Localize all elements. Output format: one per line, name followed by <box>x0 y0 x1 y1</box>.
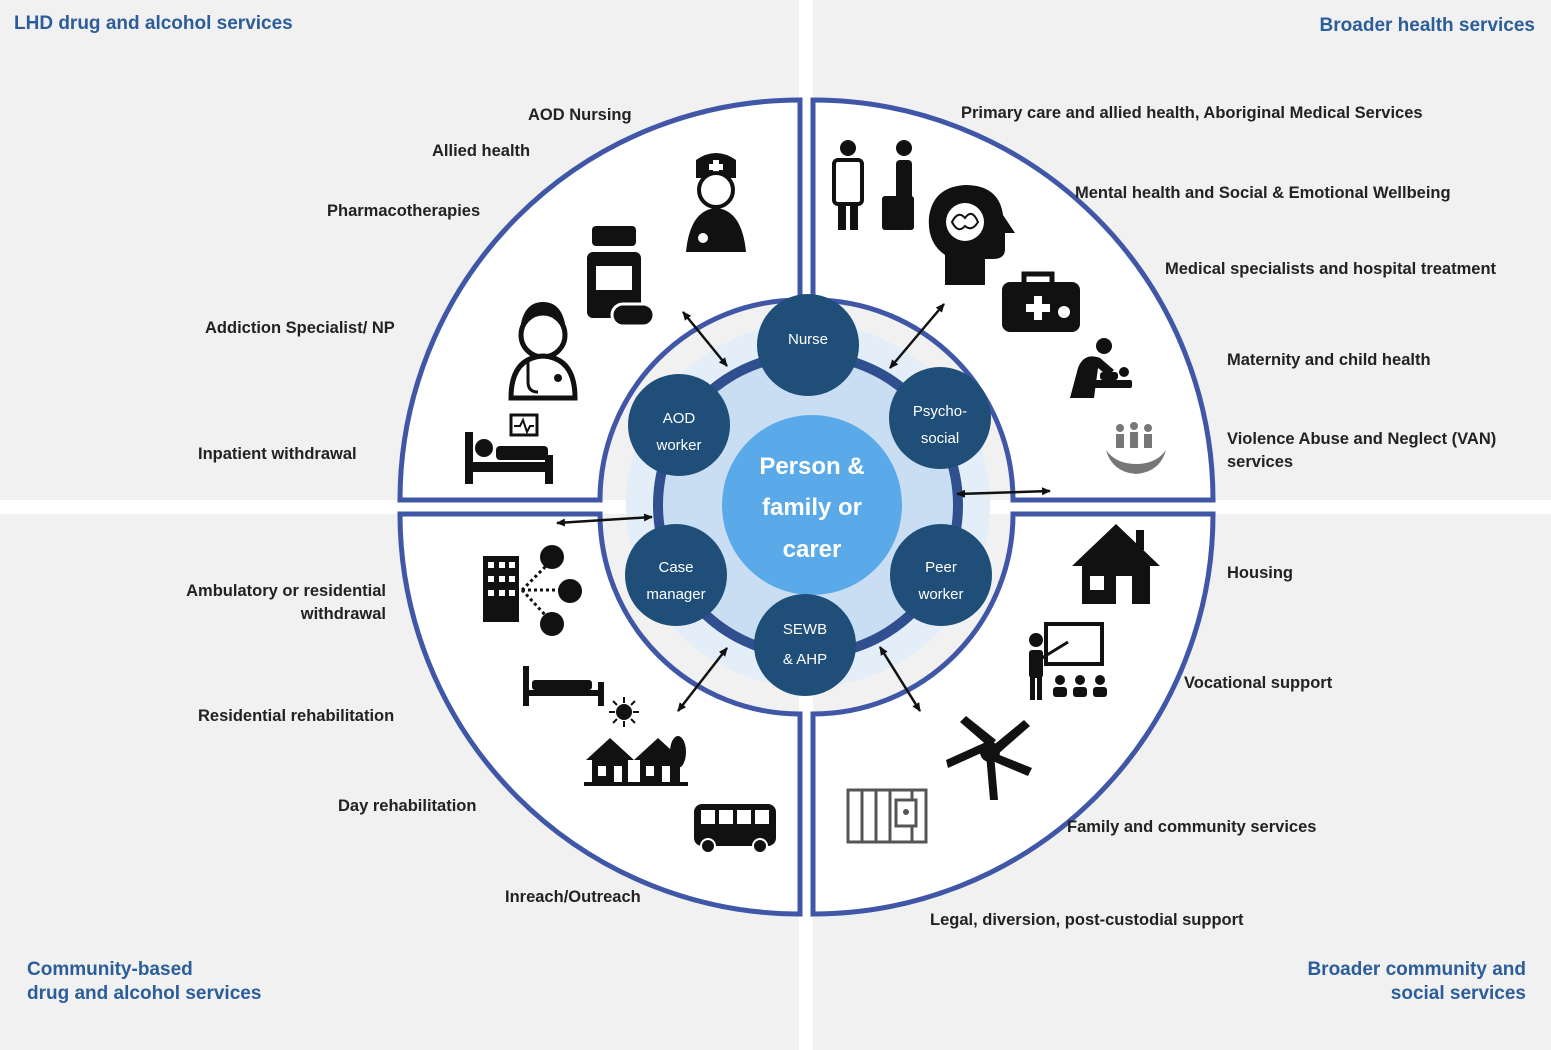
label-inreach-outreach: Inreach/Outreach <box>505 888 641 906</box>
label-mental-health: Mental health and Social & Emotional Wel… <box>1075 184 1451 202</box>
arrow-top-left <box>682 311 728 367</box>
teacher-class-icon <box>1029 622 1107 700</box>
node-aod-line1: AOD <box>663 410 696 427</box>
node-peer-line1: Peer <box>925 559 957 576</box>
node-psychosocial: Psycho- social <box>889 367 991 469</box>
label-day-rehab: Day rehabilitation <box>338 797 477 815</box>
arrow-right <box>956 487 1051 498</box>
node-nurse: Nurse <box>757 294 859 396</box>
parent-child-icon <box>1070 338 1132 398</box>
node-aod-worker: AOD worker <box>628 374 730 476</box>
house-icon <box>1072 524 1160 604</box>
node-psychosocial-line1: Psycho- <box>913 403 967 420</box>
node-case-line1: Case <box>658 559 693 576</box>
label-medical-specialists: Medical specialists and hospital treatme… <box>1165 260 1497 278</box>
node-sewb-line2: & AHP <box>783 651 827 668</box>
arrow-bottom-left <box>677 647 728 712</box>
label-addiction-specialist: Addiction Specialist/ NP <box>205 319 395 337</box>
nurse-icon <box>686 153 746 252</box>
medicine-bottle-icon <box>587 226 656 328</box>
patient-doctor-icon <box>832 140 914 230</box>
family-hands-icon <box>1106 422 1166 474</box>
label-legal: Legal, diversion, post-custodial support <box>930 911 1244 929</box>
corner-title-community-based: Community-based drug and alcohol service… <box>27 959 262 1004</box>
arrow-top-right <box>889 303 945 369</box>
label-housing: Housing <box>1227 564 1293 582</box>
center-label-line3: carer <box>783 536 842 563</box>
label-family-community: Family and community services <box>1067 818 1317 836</box>
doctor-icon <box>508 302 578 401</box>
center-label-line1: Person & <box>759 453 864 480</box>
label-residential-rehab: Residential rehabilitation <box>198 707 395 725</box>
brain-head-icon <box>928 185 1015 285</box>
center-label-line2: family or <box>762 494 862 521</box>
node-peer-worker: Peer worker <box>890 524 992 626</box>
corner-title-broader-health: Broader health services <box>1319 15 1535 36</box>
label-ambulatory-withdrawal: Ambulatory or residential withdrawal <box>186 582 386 623</box>
node-case-manager: Case manager <box>625 524 727 626</box>
label-vocational: Vocational support <box>1184 674 1333 692</box>
houses-icon <box>584 736 688 786</box>
label-van: Violence Abuse and Neglect (VAN) service… <box>1227 430 1497 471</box>
node-peer-line2: worker <box>917 586 963 603</box>
bed-sun-icon <box>523 666 639 727</box>
label-pharmacotherapies: Pharmacotherapies <box>327 202 481 220</box>
building-people-icon <box>483 545 582 636</box>
node-sewb-line1: SEWB <box>783 621 827 638</box>
arrow-left <box>556 513 653 527</box>
medical-bag-icon <box>1002 271 1080 332</box>
hospital-bed-icon <box>465 413 553 484</box>
center-circle <box>722 415 902 595</box>
united-hands-icon <box>946 716 1032 800</box>
corner-title-lhd: LHD drug and alcohol services <box>14 13 293 34</box>
arrow-bottom-right <box>878 646 922 712</box>
node-sewb-ahp: SEWB & AHP <box>754 594 856 696</box>
label-maternity: Maternity and child health <box>1227 351 1431 369</box>
label-inpatient-withdrawal: Inpatient withdrawal <box>198 445 357 463</box>
node-psychosocial-line2: social <box>921 430 959 447</box>
label-allied-health: Allied health <box>432 142 531 160</box>
corner-title-broader-community: Broader community and social services <box>1307 959 1526 1004</box>
label-aod-nursing: AOD Nursing <box>528 106 632 124</box>
jail-icon <box>846 788 928 844</box>
label-primary-care: Primary care and allied health, Aborigin… <box>961 104 1423 122</box>
node-nurse-label: Nurse <box>788 331 828 348</box>
node-aod-line2: worker <box>655 437 701 454</box>
bus-icon <box>694 804 776 854</box>
node-case-line2: manager <box>646 586 705 603</box>
